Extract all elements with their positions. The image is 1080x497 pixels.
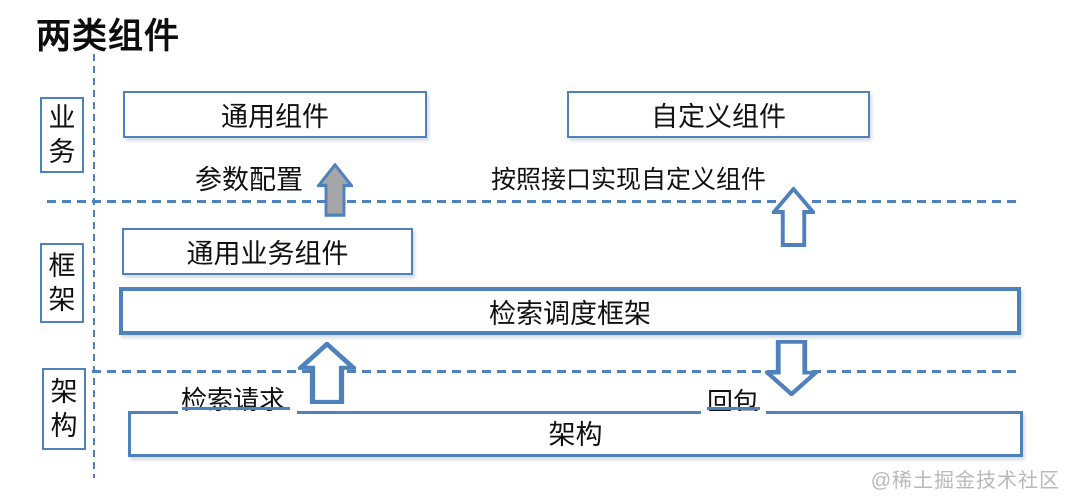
retrieval-request-underline: [182, 407, 290, 410]
box-architecture-label: 架构: [548, 420, 603, 450]
reply-packet-underline: [707, 407, 760, 410]
row-label-framework-text: 框架: [48, 251, 76, 315]
row-label-business-text: 业务: [48, 103, 76, 167]
up-arrow-retrieval-request-icon: [298, 342, 356, 404]
box-custom-component: 自定义组件: [567, 91, 870, 138]
row-label-architecture: 架构: [42, 368, 86, 450]
watermark: @稀土掘金技术社区: [870, 470, 1060, 492]
box-generic-business-component: 通用业务组件: [122, 228, 413, 275]
vertical-dashed-divider: [93, 54, 95, 478]
architecture-box-top-border-segment: [766, 411, 1023, 414]
box-custom-component-label: 自定义组件: [651, 102, 786, 132]
box-architecture: 架构: [128, 411, 1023, 457]
caption-implement-custom-via-interface: 按照接口实现自定义组件: [491, 166, 767, 194]
box-generic-business-component-label: 通用业务组件: [186, 239, 349, 269]
box-generic-component-label: 通用组件: [221, 102, 329, 132]
row-label-framework: 框架: [40, 243, 84, 323]
page-title: 两类组件: [36, 17, 181, 56]
horizontal-dashed-divider-framework-architecture: [47, 370, 1017, 373]
up-arrow-parameter-config-icon: [317, 163, 353, 217]
horizontal-dashed-divider-business-framework: [47, 200, 1017, 203]
box-generic-component: 通用组件: [123, 91, 427, 138]
caption-parameter-config: 参数配置: [195, 165, 303, 195]
row-label-business: 业务: [40, 97, 84, 173]
down-arrow-reply-packet-icon: [765, 340, 818, 396]
row-label-architecture-text: 架构: [50, 377, 78, 441]
box-retrieval-scheduling-framework: 检索调度框架: [119, 287, 1021, 335]
architecture-box-top-border-segment: [297, 411, 701, 414]
up-arrow-custom-component-icon: [772, 187, 815, 247]
box-retrieval-scheduling-framework-label: 检索调度框架: [489, 298, 651, 329]
caption-retrieval-request: 检索请求: [181, 385, 286, 415]
architecture-box-top-border-segment: [128, 411, 178, 414]
